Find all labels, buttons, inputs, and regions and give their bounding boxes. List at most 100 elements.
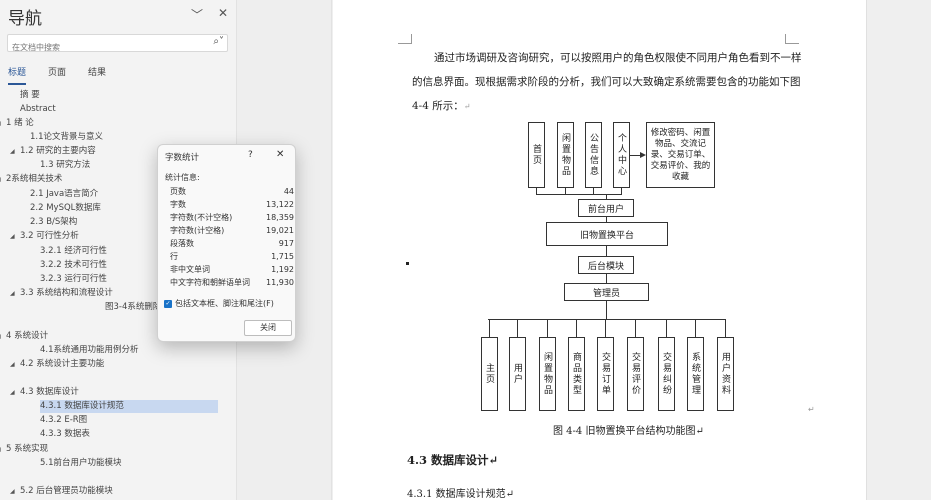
chevron-down-icon[interactable]: ﹀ xyxy=(191,8,204,22)
nav-heading-item[interactable]: ◢1 绪 论 xyxy=(0,117,34,130)
nav-heading-item[interactable]: ◢ 5.2 后台管理员功能模块 xyxy=(10,485,113,498)
nav-heading-item[interactable]: ◢2系统相关技术 xyxy=(0,173,62,186)
nav-heading-item[interactable]: Abstract xyxy=(20,103,56,116)
search-icon[interactable]: ⌕˅ xyxy=(213,36,224,47)
checkmark-icon[interactable]: ✓ xyxy=(164,299,172,308)
stat-label: 页数 xyxy=(170,187,186,196)
include-textboxes-checkbox[interactable]: ✓ 包括文本框、脚注和尾注(F) xyxy=(164,298,274,309)
nav-heading-item[interactable]: 2.2 MySQL数据库 xyxy=(30,202,101,215)
nav-heading-label: 4.3 数据库设计 xyxy=(20,387,79,397)
nav-heading-label: Abstract xyxy=(20,104,56,114)
tab-pages[interactable]: 页面 xyxy=(48,68,67,78)
stat-row: 行 1,715 xyxy=(170,250,294,263)
nav-heading-item[interactable]: 5.1前台用户功能模块 xyxy=(40,457,122,470)
module-box: 闲置物品 xyxy=(557,122,574,188)
close-icon[interactable]: ✕ xyxy=(218,6,229,20)
nav-heading-item[interactable]: ◢ 4.3 数据库设计 xyxy=(10,386,79,399)
tab-headings[interactable]: 标题 xyxy=(8,65,27,85)
stat-row: 非中文单词 1,192 xyxy=(170,263,294,276)
checkbox-label: 包括文本框、脚注和尾注(F) xyxy=(175,299,274,308)
expand-triangle-icon[interactable]: ◢ xyxy=(10,148,15,155)
right-gutter xyxy=(866,0,931,500)
expand-triangle-icon[interactable]: ◢ xyxy=(0,443,6,456)
nav-heading-label: 3.2.2 技术可行性 xyxy=(40,260,107,270)
nav-heading-item[interactable]: 1.1论文背景与意义 xyxy=(30,131,103,144)
nav-heading-item[interactable]: ◢5 系统实现 xyxy=(0,443,48,456)
admin-module-box: 商品类型 xyxy=(568,337,585,411)
nav-heading-item[interactable]: 4.3.3 数据表 xyxy=(40,428,90,441)
nav-heading-label: 4.2 系统设计主要功能 xyxy=(20,359,105,369)
search-input[interactable] xyxy=(8,39,198,56)
nav-heading-item[interactable]: 4.3.2 E-R图 xyxy=(40,414,87,427)
platform-box: 旧物置换平台 xyxy=(546,222,668,246)
nav-heading-item[interactable]: ◢ 3.3 系统结构和流程设计 xyxy=(10,287,113,300)
nav-heading-label: 摘 要 xyxy=(20,90,40,100)
nav-heading-label: 3.2.3 运行可行性 xyxy=(40,274,107,284)
nav-heading-label: 4 系统设计 xyxy=(6,331,49,341)
nav-heading-item[interactable]: 3.2.3 运行可行性 xyxy=(40,273,107,286)
expand-triangle-icon[interactable]: ◢ xyxy=(10,488,15,495)
nav-tabs: 标题 页面 结果 xyxy=(8,65,106,85)
stat-row: 字符数(不计空格) 18,359 xyxy=(170,211,294,224)
close-icon[interactable]: ✕ xyxy=(276,149,285,160)
nav-heading-item[interactable]: 2.1 Java语言简介 xyxy=(30,188,98,201)
nav-heading-label: 4.3.2 E-R图 xyxy=(40,415,88,425)
expand-triangle-icon[interactable]: ◢ xyxy=(0,173,6,186)
admin-module-box: 交易纠纷 xyxy=(658,337,675,411)
heading-4-3: 4.3 数据库设计↵ xyxy=(407,453,499,467)
nav-heading-label: 图3-4系统删除 xyxy=(105,302,162,312)
stats-subtitle: 统计信息: xyxy=(165,173,200,182)
admin-module-box: 用户资料 xyxy=(717,337,734,411)
nav-heading-item[interactable]: ◢ 4.2 系统设计主要功能 xyxy=(10,358,104,371)
nav-heading-label: 2.1 Java语言简介 xyxy=(30,189,99,199)
stat-label: 字符数(不计空格) xyxy=(170,213,233,222)
stat-value: 1,715 xyxy=(271,252,294,261)
nav-heading-item[interactable]: 图3-4系统删除 xyxy=(105,301,161,314)
stat-label: 行 xyxy=(170,252,178,261)
nav-heading-label: 2系统相关技术 xyxy=(6,174,63,184)
nav-heading-item[interactable]: 4.3.1 数据库设计规范 xyxy=(40,400,218,413)
expand-triangle-icon[interactable]: ◢ xyxy=(0,330,6,343)
nav-heading-item[interactable]: ◢1.2 研究的主要内容 xyxy=(10,145,96,158)
stat-value: 18,359 xyxy=(266,213,294,222)
close-button[interactable]: 关闭 xyxy=(244,320,292,336)
expand-triangle-icon[interactable]: ◢ xyxy=(10,361,15,368)
help-icon[interactable]: ? xyxy=(248,150,253,160)
nav-heading-item[interactable]: ◢4 系统设计 xyxy=(0,330,48,343)
nav-heading-label: 4.3.3 数据表 xyxy=(40,429,90,439)
nav-heading-item[interactable]: 1.3 研究方法 xyxy=(40,159,90,172)
nav-heading-item[interactable]: 2.3 B/S架构 xyxy=(30,216,77,229)
stat-label: 非中文单词 xyxy=(170,265,210,274)
nav-heading-item[interactable]: 3.2.1 经济可行性 xyxy=(40,245,107,258)
stat-value: 1,192 xyxy=(271,265,294,274)
front-user-box: 前台用户 xyxy=(578,199,634,217)
nav-heading-item[interactable]: ◢3.2 可行性分析 xyxy=(10,230,79,243)
nav-heading-label: 4.1系统通用功能用例分析 xyxy=(40,345,139,355)
admin-box: 管理员 xyxy=(564,283,649,301)
stat-label: 字符数(计空格) xyxy=(170,226,225,235)
expand-triangle-icon[interactable]: ◢ xyxy=(0,117,6,130)
admin-module-box: 交易评价 xyxy=(627,337,644,411)
search-box[interactable]: ⌕˅ xyxy=(7,34,228,56)
expand-triangle-icon[interactable]: ◢ xyxy=(10,290,15,297)
nav-heading-label: 2.2 MySQL数据库 xyxy=(30,203,101,213)
nav-heading-label: 5.2 后台管理员功能模块 xyxy=(20,486,113,496)
nav-heading-item[interactable]: 4.1系统通用功能用例分析 xyxy=(40,344,139,357)
stat-label: 段落数 xyxy=(170,239,194,248)
nav-heading-label: 3.3 系统结构和流程设计 xyxy=(20,288,113,298)
expand-triangle-icon[interactable]: ◢ xyxy=(10,233,15,240)
expand-triangle-icon[interactable]: ◢ xyxy=(10,389,15,396)
admin-module-box: 闲置物品 xyxy=(539,337,556,411)
nav-heading-label: 5.1前台用户功能模块 xyxy=(40,458,122,468)
heading-4-3-1: 4.3.1 数据库设计规范↵ xyxy=(407,489,515,500)
tab-results[interactable]: 结果 xyxy=(88,68,107,78)
arrow-icon xyxy=(640,152,646,158)
nav-heading-item[interactable]: 3.2.2 技术可行性 xyxy=(40,259,107,272)
figure-caption: 图 4-4 旧物置换平台结构功能图↵ xyxy=(553,426,704,437)
nav-heading-item[interactable]: 摘 要 xyxy=(20,89,40,102)
